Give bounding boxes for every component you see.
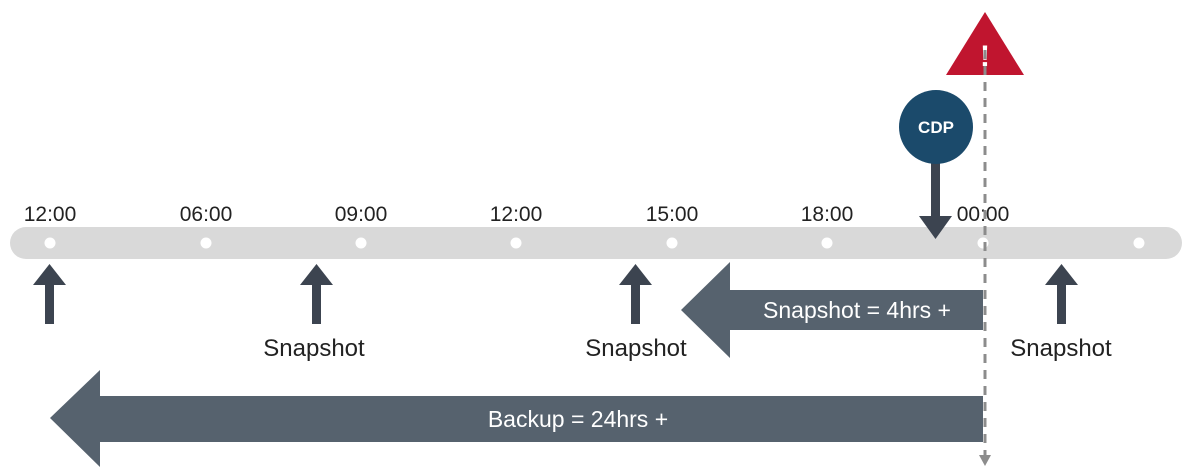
snapshot-range-label: Snapshot = 4hrs +	[763, 297, 951, 323]
timeline-dot	[977, 237, 989, 249]
backup-range-arrow: Backup = 24hrs +	[50, 370, 983, 467]
timeline-dot	[821, 237, 833, 249]
timeline-tick-labels: 12:00 06:00 09:00 12:00 15:00 18:00 00:0…	[24, 203, 1010, 226]
tick-label: 12:00	[24, 203, 77, 226]
snapshot-label: Snapshot	[1010, 335, 1112, 362]
timeline-dot	[200, 237, 212, 249]
timeline-dot	[666, 237, 678, 249]
snapshot-arrow-icon	[33, 264, 66, 324]
timeline-dots	[44, 237, 1145, 249]
cdp-arrow-shaft	[931, 160, 940, 220]
tick-label: 00:00	[957, 203, 1010, 226]
snapshot-label: Snapshot	[263, 335, 365, 362]
cdp-circle	[899, 90, 973, 164]
warning-triangle-icon: !	[946, 12, 1024, 75]
snapshot-labels: Snapshot Snapshot Snapshot	[263, 335, 1112, 362]
incident-line-arrowhead	[979, 455, 991, 466]
timeline-bar	[10, 227, 1182, 259]
timeline-dot	[510, 237, 522, 249]
snapshot-range-arrow-shape	[681, 262, 983, 358]
timeline-dot	[1133, 237, 1145, 249]
timeline-dot	[355, 237, 367, 249]
backup-range-label: Backup = 24hrs +	[488, 406, 668, 432]
cdp-arrow-head	[919, 216, 952, 239]
cdp-marker: CDP	[899, 90, 973, 239]
tick-label: 12:00	[490, 203, 543, 226]
snapshot-range-arrow: Snapshot = 4hrs +	[681, 262, 983, 358]
snapshot-arrow-icon	[619, 264, 652, 324]
tick-label: 18:00	[801, 203, 854, 226]
tick-label: 15:00	[646, 203, 699, 226]
tick-label: 06:00	[180, 203, 233, 226]
incident-line	[979, 50, 991, 466]
snapshot-arrow-icon	[1045, 264, 1078, 324]
tick-label: 09:00	[335, 203, 388, 226]
cdp-label: CDP	[918, 118, 954, 137]
snapshot-arrows	[33, 264, 1078, 324]
backup-range-arrow-shape	[50, 370, 983, 467]
snapshot-label: Snapshot	[585, 335, 687, 362]
snapshot-arrow-icon	[300, 264, 333, 324]
timeline-dot	[44, 237, 56, 249]
